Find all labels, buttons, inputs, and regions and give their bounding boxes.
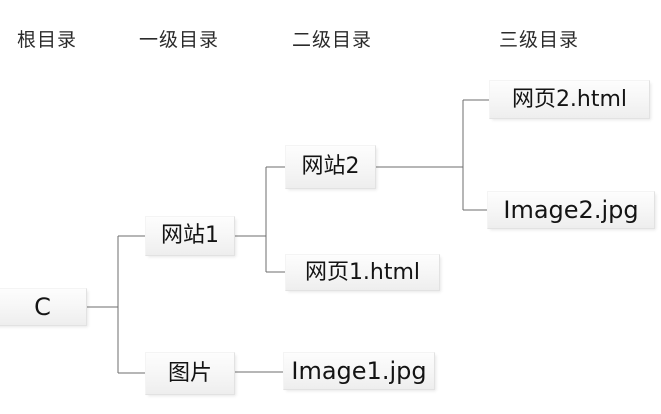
node-img1[interactable]: Image1.jpg bbox=[283, 352, 435, 390]
node-site2[interactable]: 网站2 bbox=[285, 145, 376, 189]
node-site1[interactable]: 网站1 bbox=[145, 216, 235, 256]
node-img2[interactable]: Image2.jpg bbox=[487, 191, 655, 229]
node-pics-label: 图片 bbox=[167, 360, 212, 386]
node-img2-label: Image2.jpg bbox=[503, 196, 639, 224]
node-c[interactable]: C bbox=[0, 288, 87, 326]
node-c-label: C bbox=[34, 293, 51, 321]
node-img1-label: Image1.jpg bbox=[291, 357, 427, 385]
node-page2[interactable]: 网页2.html bbox=[489, 80, 650, 119]
column-header-root: 根目录 bbox=[17, 29, 78, 51]
node-page2-label: 网页2.html bbox=[511, 86, 628, 112]
node-pics[interactable]: 图片 bbox=[145, 352, 235, 395]
column-header-level1: 一级目录 bbox=[139, 29, 220, 51]
column-header-level2: 二级目录 bbox=[292, 29, 373, 51]
node-page1[interactable]: 网页1.html bbox=[285, 254, 440, 291]
column-header-level3: 三级目录 bbox=[499, 29, 580, 51]
node-page1-label: 网页1.html bbox=[304, 259, 421, 285]
node-site1-label: 网站1 bbox=[161, 223, 219, 248]
node-site2-label: 网站2 bbox=[301, 154, 360, 179]
